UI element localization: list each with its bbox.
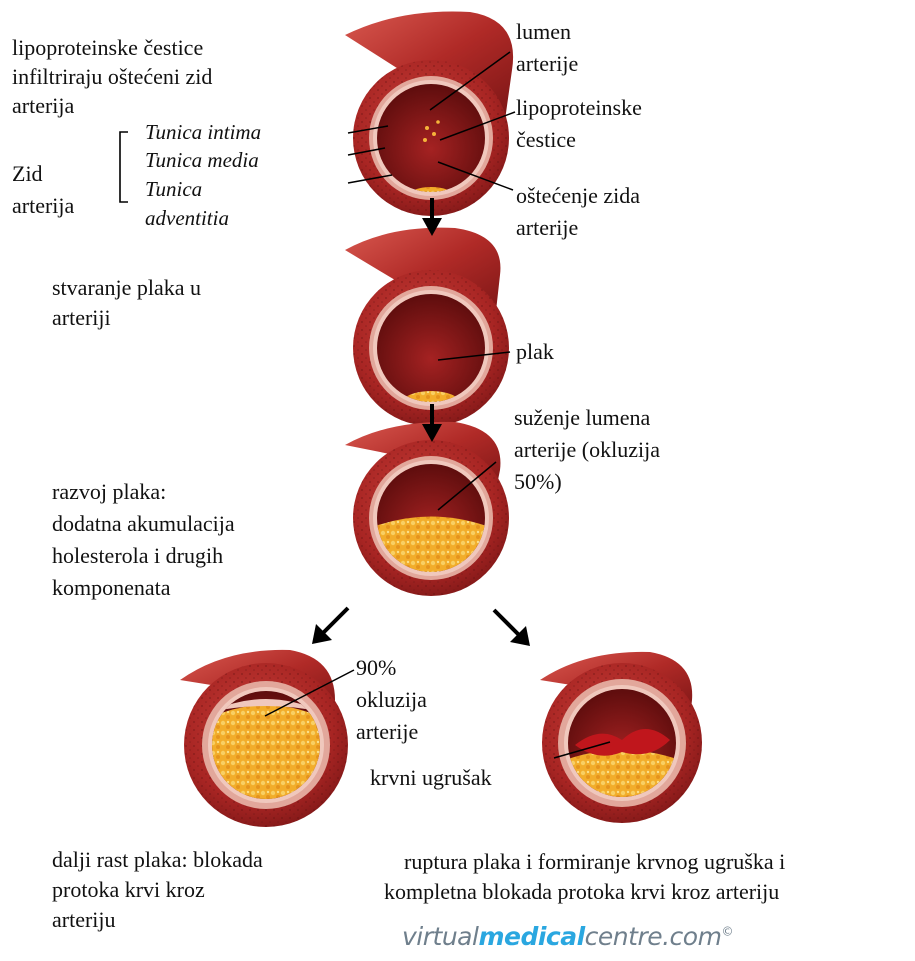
label-lumen-1: lumen	[516, 18, 571, 46]
label-rupture-2: kompletna blokada protoka krvi kroz arte…	[384, 878, 779, 906]
label-occlusion-90-1: 90%	[356, 654, 396, 682]
label-clot: krvni ugrušak	[370, 764, 492, 792]
label-lipoproteins-2: čestice	[516, 126, 576, 154]
label-plaque-development-4: komponenata	[52, 574, 171, 602]
label-infiltrate-line1: lipoproteinske čestice	[12, 34, 203, 62]
label-plaque: plak	[516, 338, 554, 366]
artery-stage-2	[345, 228, 509, 426]
label-tunica-adventitia-2: adventitia	[145, 204, 229, 232]
label-narrowing-2: arterije (okluzija	[514, 436, 660, 464]
artery-stage-5-rupture	[540, 652, 702, 823]
label-damage-1: oštećenje zida	[516, 182, 640, 210]
label-infiltrate-line3: arterija	[12, 92, 74, 120]
label-lumen-2: arterije	[516, 50, 578, 78]
label-damage-2: arterije	[516, 214, 578, 242]
label-lipoproteins-1: lipoproteinske	[516, 94, 642, 122]
label-occlusion-90-2: okluzija	[356, 686, 427, 714]
label-narrowing-3: 50%)	[514, 468, 562, 496]
brand-copyright-mark: ©	[721, 925, 733, 939]
brand-part-centre: centre.com	[585, 922, 722, 951]
label-plaque-formation-2: arteriji	[52, 304, 111, 332]
label-tunica-adventitia-1: Tunica	[145, 175, 202, 203]
label-further-growth-3: arteriju	[52, 906, 116, 934]
wall-bracket	[120, 132, 128, 202]
artery-stage-3	[345, 422, 509, 596]
artery-stage-4-occlusion	[180, 650, 348, 827]
label-narrowing-1: suženje lumena	[514, 404, 650, 432]
label-wall-line1: Zid	[12, 160, 43, 188]
label-further-growth-2: protoka krvi kroz	[52, 876, 205, 904]
label-plaque-development-2: dodatna akumulacija	[52, 510, 235, 538]
label-plaque-development-3: holesterola i drugih	[52, 542, 223, 570]
brand-part-medical: medical	[478, 922, 584, 951]
label-occlusion-90-3: arterije	[356, 718, 418, 746]
label-plaque-formation-1: stvaranje plaka u	[52, 274, 201, 302]
arrow-down-left	[312, 608, 348, 644]
brand-part-virtual: virtual	[402, 922, 478, 951]
label-tunica-media: Tunica media	[145, 146, 259, 174]
label-wall-line2: arterija	[12, 192, 74, 220]
brand-watermark: virtualmedicalcentre.com©	[402, 922, 733, 951]
label-infiltrate-line2: infiltriraju oštećeni zid	[12, 63, 212, 91]
label-plaque-development-1: razvoj plaka:	[52, 478, 166, 506]
label-further-growth-1: dalji rast plaka: blokada	[52, 846, 263, 874]
artery-stage-1	[345, 11, 513, 216]
label-rupture-1: ruptura plaka i formiranje krvnog ugrušk…	[404, 848, 785, 876]
arrow-down-right	[494, 610, 530, 646]
label-tunica-intima: Tunica intima	[145, 118, 261, 146]
